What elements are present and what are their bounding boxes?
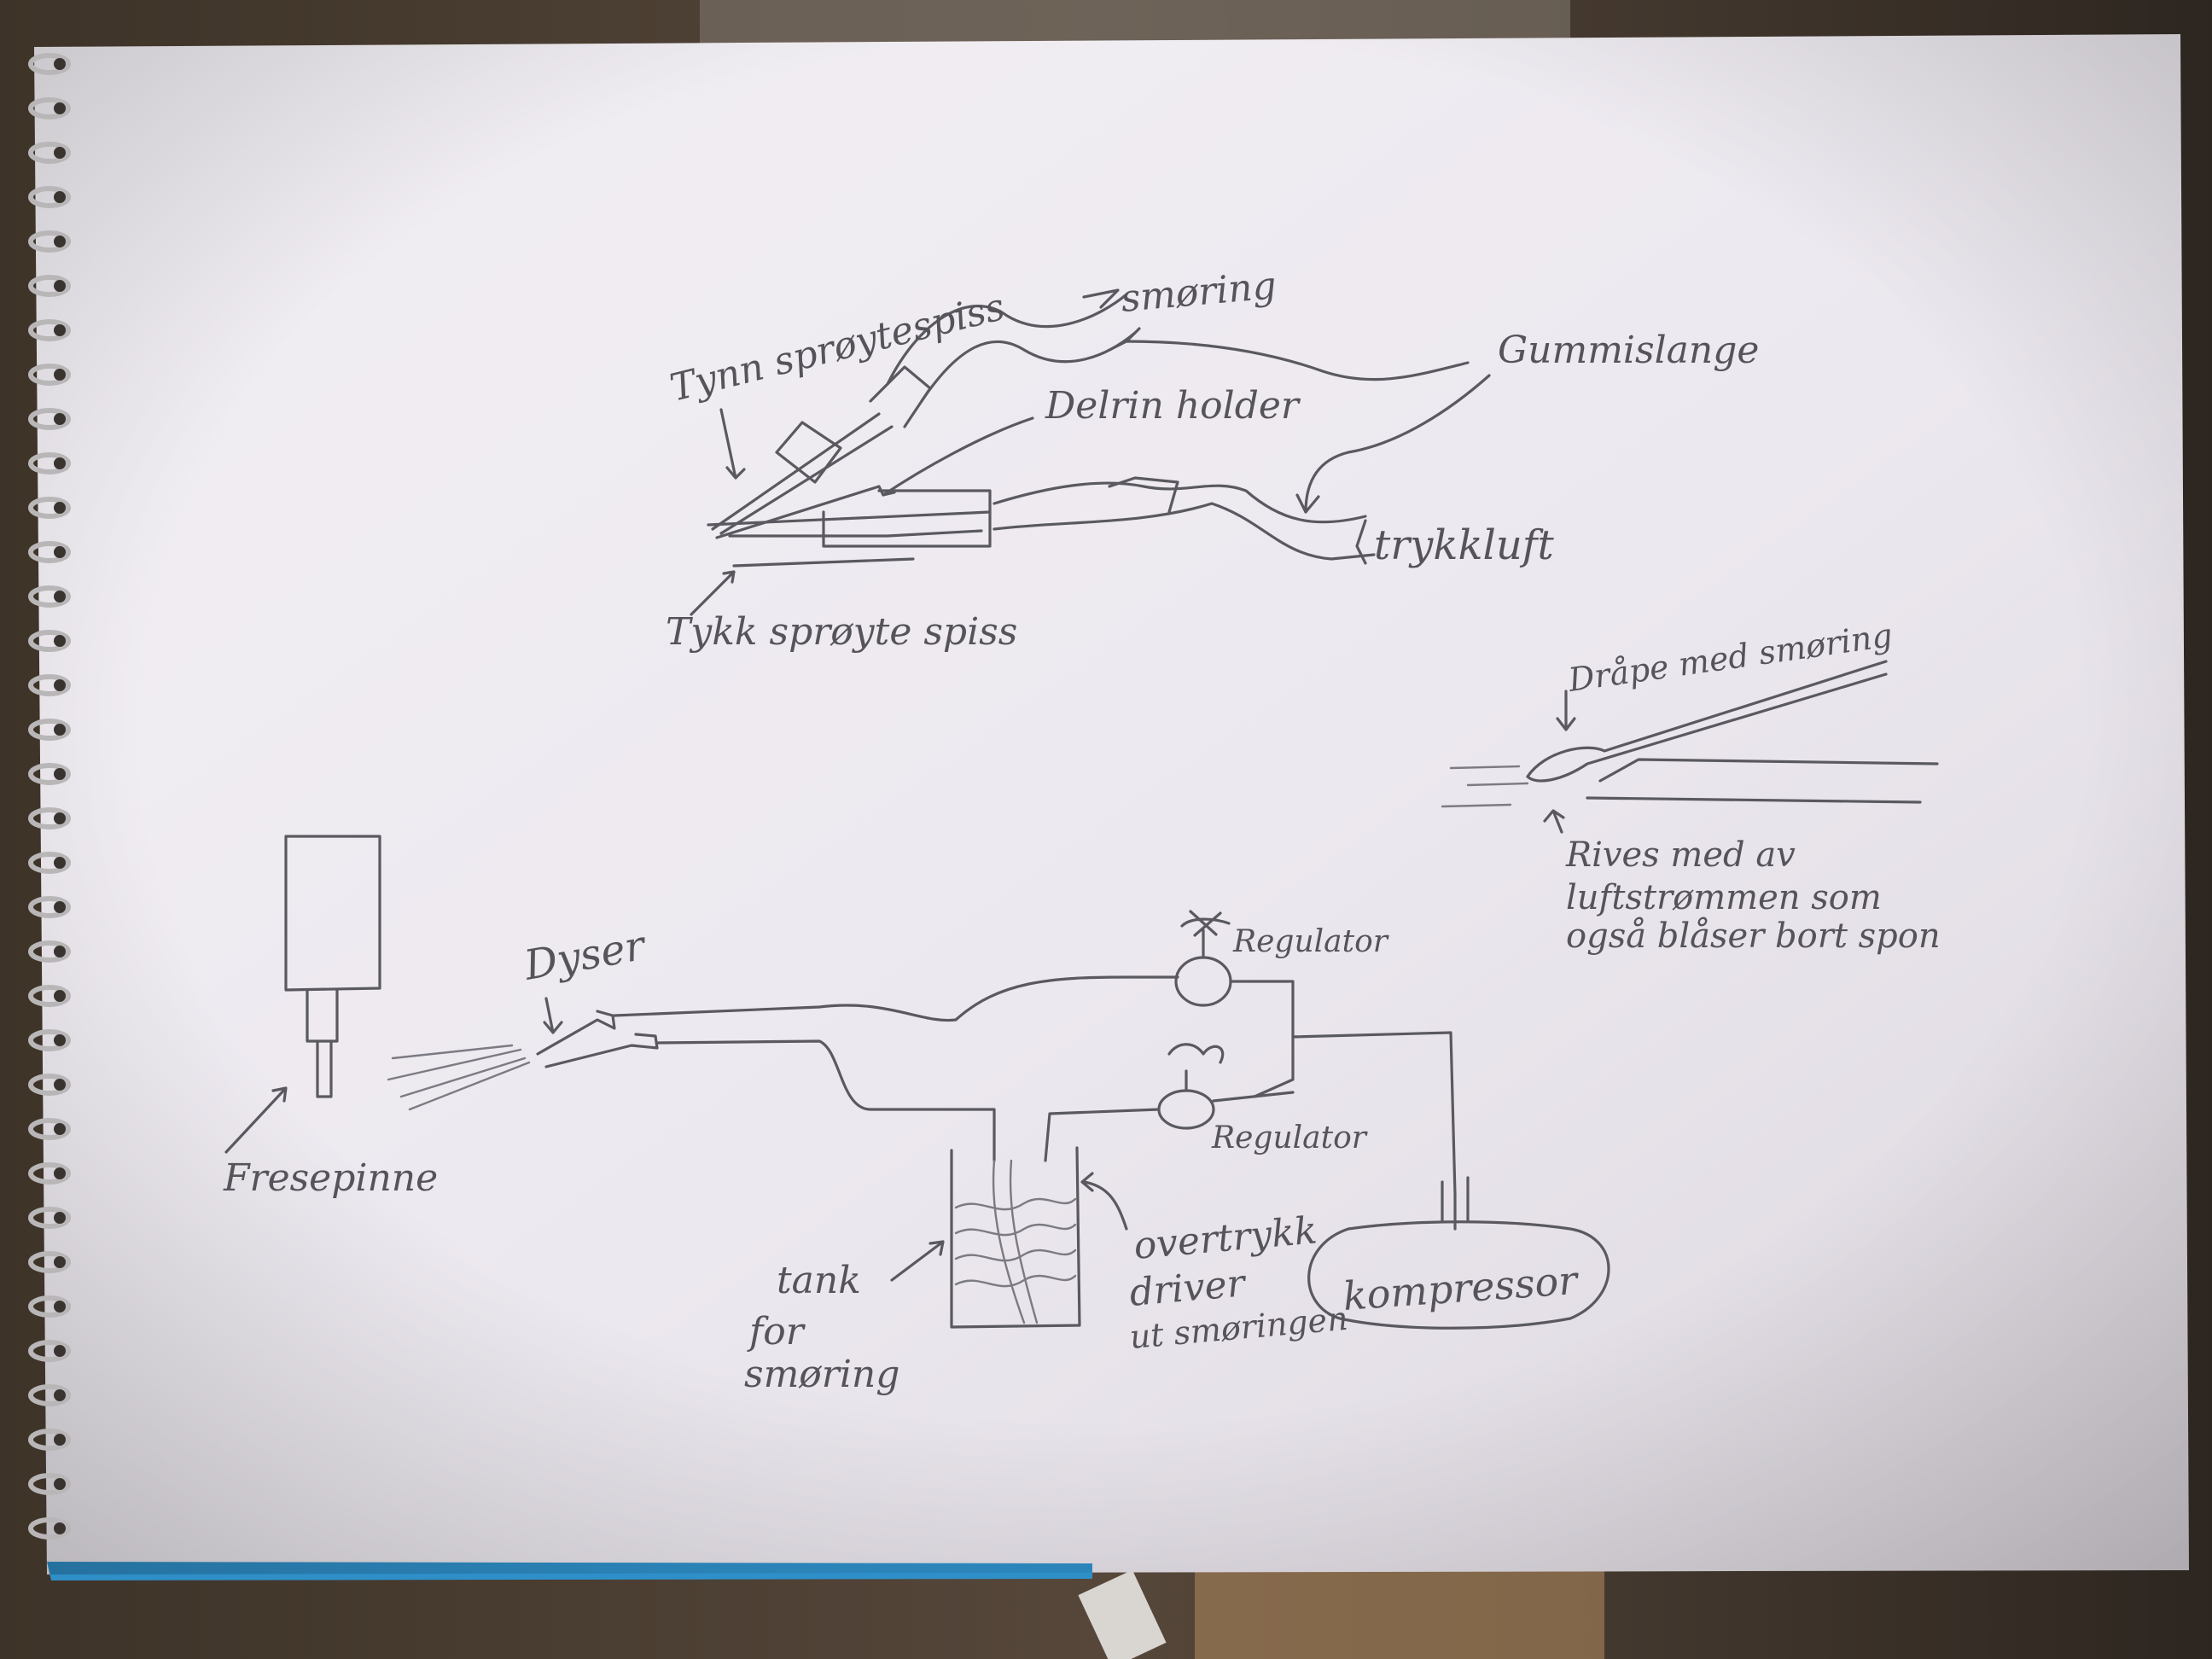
spiral-ring [28,497,71,519]
spiral-ring [28,1074,71,1096]
spiral-ring [28,364,71,386]
spiral-ring [28,896,71,918]
spiral-hole [54,147,66,159]
spiral-hole [54,946,66,958]
spiral-hole [54,1345,66,1357]
label-delrin-holder: Delrin holder [1045,384,1301,428]
label-driver: driver [1128,1261,1249,1315]
spiral-hole [54,635,66,647]
label-for: for [747,1310,806,1353]
spiral-ring [28,940,71,963]
spiral-ring [28,275,71,297]
spiral-ring [28,319,71,341]
spiral-hole [54,58,66,70]
label-smoring-tank: smøring [744,1353,899,1396]
spiral-ring [28,1473,71,1495]
spiral-hole [54,324,66,336]
spiral-hole [54,1212,66,1224]
spiral-hole [54,413,66,425]
label-regulator-upper: Regulator [1232,924,1389,959]
spiral-hole [54,1522,66,1534]
spiral-ring [28,142,71,164]
spiral-ring [28,1295,71,1318]
spiral-hole [54,1434,66,1446]
spiral-hole [54,724,66,736]
label-gummislange: Gummislange [1498,329,1759,372]
spiral-hole [54,812,66,824]
label-tykk-sproyte-spiss: Tykk sprøyte spiss [666,610,1017,654]
spiral-ring [28,1251,71,1273]
spiral-hole [54,1389,66,1401]
spiral-ring [28,1118,71,1140]
spiral-ring [28,1162,71,1185]
spiral-ring [28,1429,71,1451]
spiral-hole [54,768,66,780]
system-drawing [224,835,1610,1330]
spiral-ring [28,1207,71,1229]
spiral-ring [28,53,71,75]
spiral-hole [54,546,66,558]
spiral-hole [54,1123,66,1135]
spiral-binding [28,53,71,1540]
spiral-ring [28,585,71,608]
spiral-hole [54,679,66,691]
label-fresepinne: Fresepinne [223,1156,438,1200]
label-rives-line1: Rives med av [1565,835,1796,875]
table-bottom-right [1195,1570,1604,1659]
spiral-ring [28,452,71,474]
pen-object [1078,1569,1167,1659]
spiral-ring [28,230,71,253]
spiral-hole [54,901,66,913]
spiral-ring [28,1340,71,1362]
spiral-ring [28,852,71,874]
spiral-hole [54,236,66,247]
spiral-hole [54,1034,66,1046]
spiral-hole [54,102,66,114]
spiral-ring [28,1029,71,1051]
spiral-ring [28,408,71,430]
label-tank: tank [777,1259,861,1302]
spiral-ring [28,1384,71,1406]
spiral-hole [54,1167,66,1179]
spiral-ring [28,674,71,696]
page-vignette [34,34,2189,1575]
spiral-hole [54,369,66,381]
spiral-hole [54,990,66,1002]
spiral-hole [54,1256,66,1268]
spiral-hole [54,280,66,292]
spiral-hole [54,1301,66,1313]
spiral-ring [28,763,71,785]
spiral-ring [28,1517,71,1540]
drop-detail-drawing [1441,660,1939,834]
spiral-hole [54,857,66,869]
spiral-ring [28,186,71,208]
label-rives-line3: også blåser bort spon [1566,917,1941,956]
spiral-hole [54,457,66,469]
spiral-hole [54,1478,66,1490]
label-trykkluft: trykkluft [1374,521,1555,569]
spiral-ring [28,807,71,830]
spiral-ring [28,541,71,563]
sprayer-holder-drawing [690,288,1491,616]
spiral-ring [28,97,71,119]
label-rives-line2: luftstrømmen som [1566,878,1882,917]
spiral-hole [54,591,66,602]
spiral-ring [28,719,71,741]
spiral-hole [54,502,66,514]
spiral-hole [54,1079,66,1091]
label-regulator-lower: Regulator [1211,1121,1368,1155]
spiral-hole [54,191,66,203]
spiral-ring [28,630,71,652]
spiral-ring [28,985,71,1007]
